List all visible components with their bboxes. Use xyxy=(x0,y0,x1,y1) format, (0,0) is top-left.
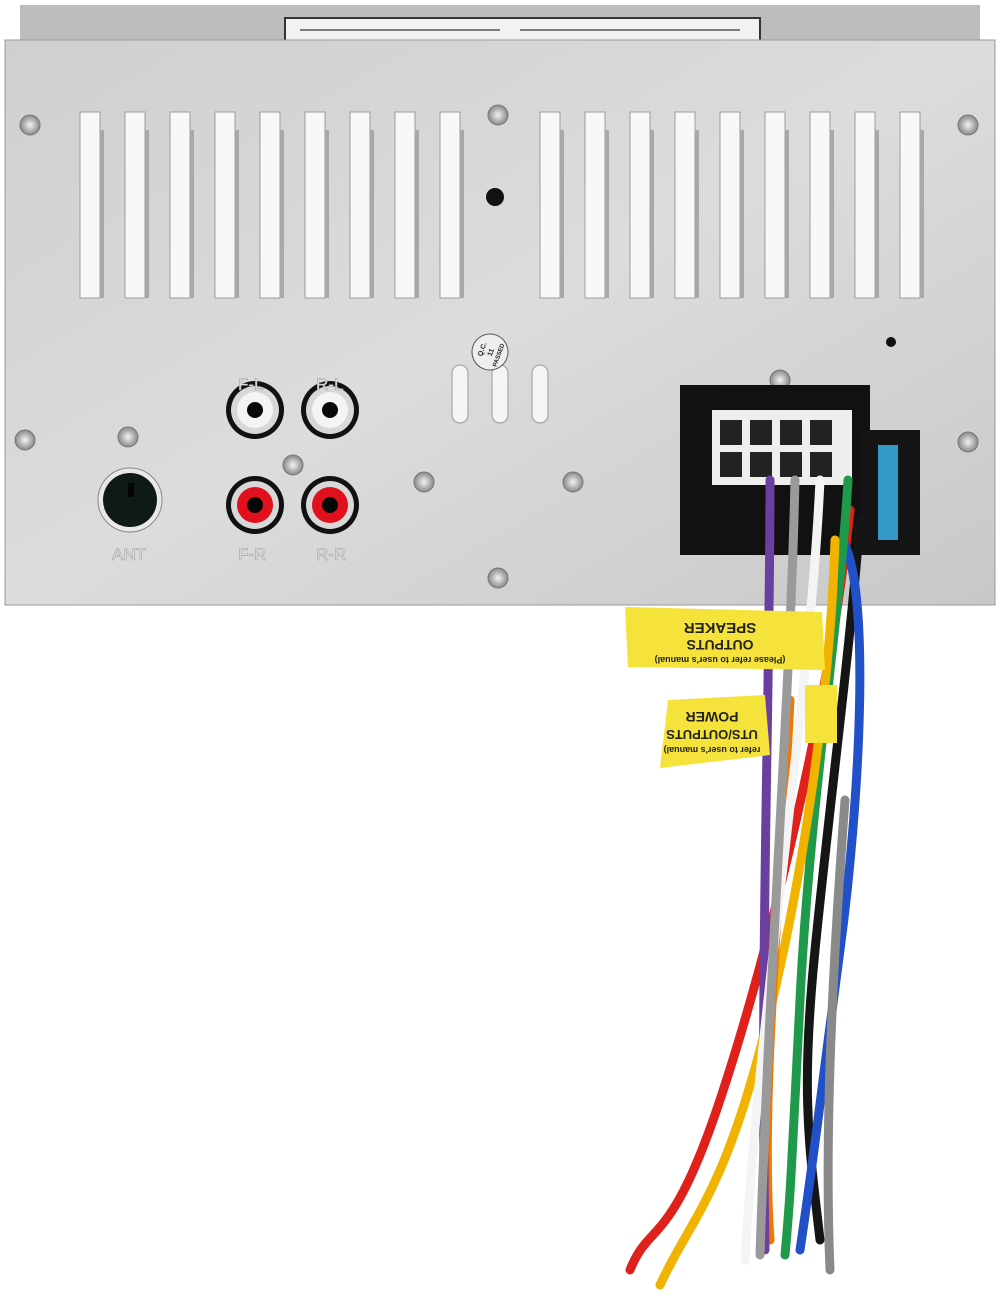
wire xyxy=(740,475,825,1265)
vent-slot-shadow xyxy=(235,130,239,298)
vent-slot xyxy=(349,111,371,299)
antenna-jack xyxy=(97,467,163,533)
vent-slot-shadow xyxy=(280,130,284,298)
label-rl: R-L xyxy=(316,375,343,394)
vent-slot-shadow xyxy=(695,130,699,298)
screw-icon xyxy=(282,454,304,476)
speaker-outputs-tag: (Please refer to user's manual) OUTPUTS … xyxy=(625,607,825,670)
power-tag-note: refer to user's manual) xyxy=(664,745,761,755)
screw-icon xyxy=(19,114,41,136)
small-hole xyxy=(886,337,896,347)
qc-line2: 11 xyxy=(487,348,496,357)
vent-slot-shadow xyxy=(605,130,609,298)
vent-slot xyxy=(439,111,461,299)
label-fr: F-R xyxy=(238,545,266,564)
rca-outputs xyxy=(226,381,359,534)
vent-slot xyxy=(854,111,876,299)
vent-slot-shadow xyxy=(460,130,464,298)
speaker-tag-title: SPEAKER xyxy=(684,619,757,636)
rca-jack-white xyxy=(226,381,284,439)
power-io-tag: refer to user's manual) UTS/OUTPUTS POWE… xyxy=(660,685,837,768)
vent-slot-shadow xyxy=(560,130,564,298)
wire-bundle xyxy=(625,475,865,1290)
vent-slot xyxy=(584,111,606,299)
screw-icon xyxy=(957,431,979,453)
vent-slot xyxy=(539,111,561,299)
screw-icon xyxy=(957,114,979,136)
label-ant: ANT xyxy=(112,545,146,564)
wire xyxy=(755,475,800,1260)
screw-icon xyxy=(487,567,509,589)
vent-slot xyxy=(214,111,236,299)
vent-slot xyxy=(394,111,416,299)
vent-slot-shadow xyxy=(830,130,834,298)
vent-slot xyxy=(809,111,831,299)
vent-slot xyxy=(304,111,326,299)
vent-slot-shadow xyxy=(650,130,654,298)
screws xyxy=(14,104,979,589)
vent-slot-shadow xyxy=(740,130,744,298)
vent-slot-shadow xyxy=(785,130,789,298)
vent-slot xyxy=(79,111,101,299)
vent-slot xyxy=(259,111,281,299)
screw-icon xyxy=(487,104,509,126)
vent-slot xyxy=(764,111,786,299)
wire xyxy=(823,795,850,1275)
wire xyxy=(780,475,853,1260)
vent-slot xyxy=(169,111,191,299)
vent-slot xyxy=(899,111,921,299)
screw-icon xyxy=(14,429,36,451)
vent-slot-shadow xyxy=(100,130,104,298)
wire xyxy=(795,540,865,1255)
screw-icon xyxy=(117,426,139,448)
label-fl: F-L xyxy=(238,375,264,394)
speaker-tag-note: (Please refer to user's manual) xyxy=(655,655,786,665)
screw-icon xyxy=(562,471,584,493)
vent-slot-shadow xyxy=(325,130,329,298)
qc-passed-sticker: Q.C. 11 PASSED xyxy=(471,333,509,371)
vent-slot xyxy=(629,111,651,299)
rca-jack-red xyxy=(301,476,359,534)
rca-jack-red xyxy=(226,476,284,534)
vent-slot-shadow xyxy=(875,130,879,298)
qc-line1: Q.C. xyxy=(477,341,489,357)
speaker-tag-subtitle: OUTPUTS xyxy=(687,637,754,653)
rca-jack-white xyxy=(301,381,359,439)
vent-slot-shadow xyxy=(145,130,149,298)
vent-slot-shadow xyxy=(370,130,374,298)
vent-slot-shadow xyxy=(415,130,419,298)
power-tag-subtitle: UTS/OUTPUTS xyxy=(666,727,758,742)
screw-icon xyxy=(413,471,435,493)
fuse xyxy=(878,445,898,540)
wiring-harness-connector xyxy=(680,385,920,555)
vent-slot-shadow xyxy=(190,130,194,298)
vent-slots xyxy=(79,111,924,299)
vent-slot-shadow xyxy=(920,130,924,298)
vent-slot xyxy=(674,111,696,299)
vent-slot xyxy=(719,111,741,299)
mounting-hole xyxy=(486,188,504,206)
vent-slot xyxy=(124,111,146,299)
label-rr: R-R xyxy=(316,545,346,564)
power-tag-title: POWER xyxy=(686,709,739,725)
